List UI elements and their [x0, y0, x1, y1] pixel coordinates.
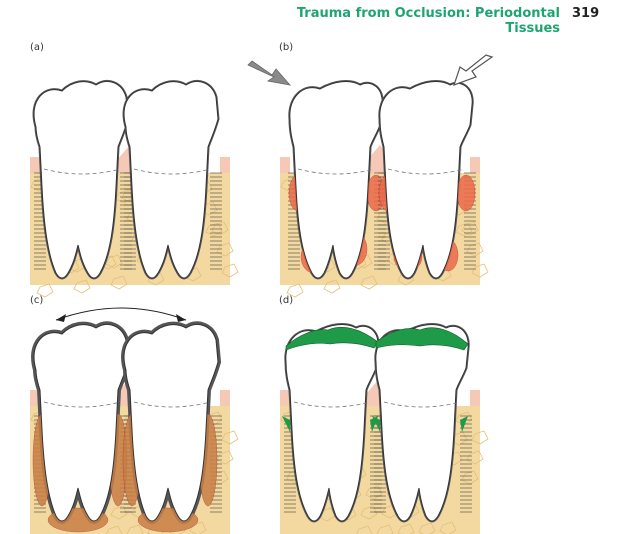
panel-label-c: (c) [30, 295, 43, 306]
force-arrow-filled [248, 61, 290, 85]
stress-zone [457, 175, 475, 211]
gingiva-right [470, 157, 480, 173]
oscillation-arrow-curve [56, 308, 186, 320]
force-arrow-outline [454, 55, 492, 85]
page-number: 319 [572, 6, 612, 21]
oscillation-arrowhead-left [56, 314, 66, 322]
panel-label-b: (b) [279, 42, 293, 53]
oscillation-arrowhead-right [176, 314, 186, 322]
gingiva-right [220, 157, 230, 173]
gingiva-right [220, 390, 230, 406]
panel-label-d: (d) [279, 295, 293, 306]
tooth-1 [33, 324, 132, 532]
tooth-2 [123, 324, 222, 532]
panel-b-diagram [280, 55, 480, 285]
page-header-title: Trauma from Occlusion: Periodontal Tissu… [240, 6, 560, 36]
gingiva-left [30, 157, 40, 173]
gingiva-right [470, 390, 480, 406]
panel-a-diagram [30, 55, 230, 285]
gingiva-left [280, 157, 290, 173]
gingiva-left [280, 390, 290, 406]
panel-c-diagram [30, 310, 230, 530]
panel-d-diagram [280, 310, 480, 530]
panel-label-a: (a) [30, 42, 44, 53]
